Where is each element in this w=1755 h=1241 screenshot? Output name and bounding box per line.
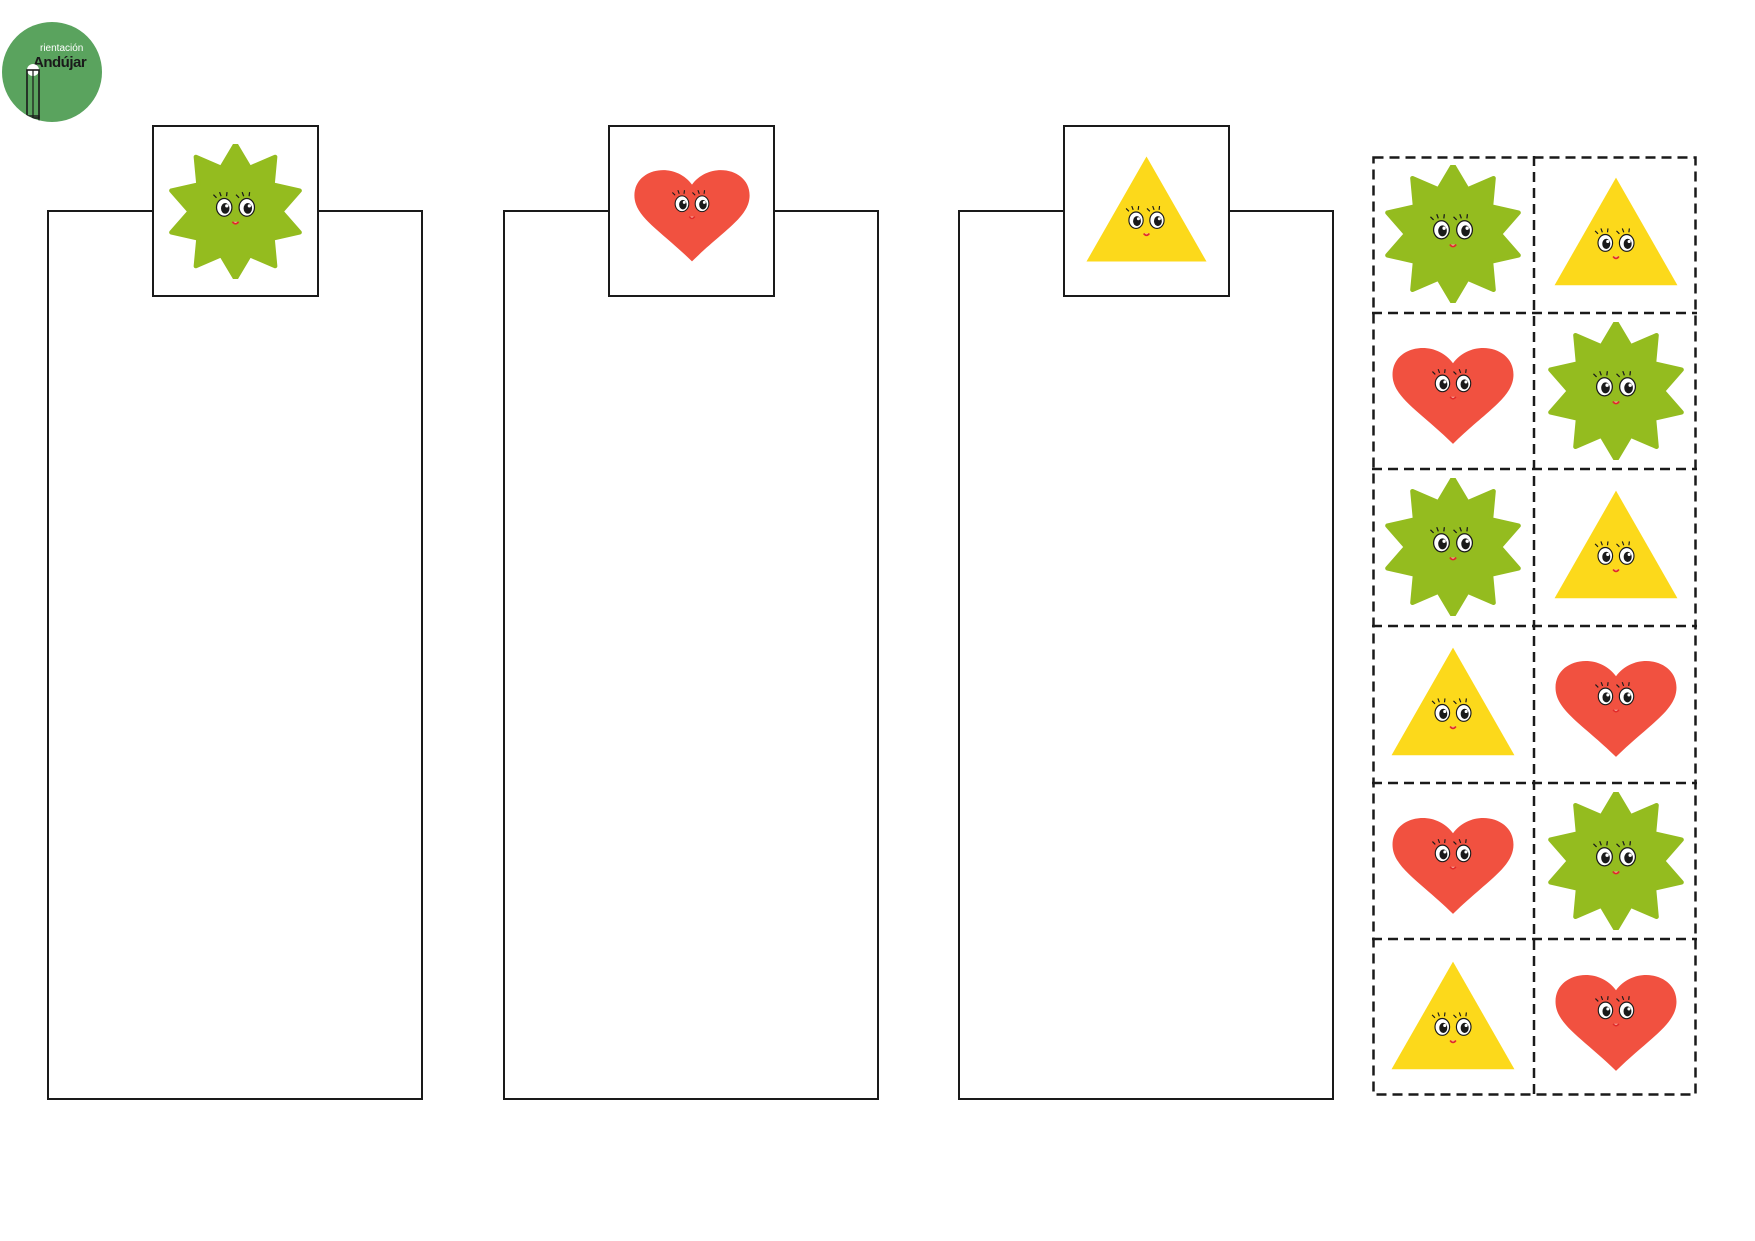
logo: rientación Andújar (2, 22, 102, 122)
logo-line-2: Andújar (33, 54, 87, 71)
cutout-card[interactable] (1535, 469, 1697, 625)
cutout-card[interactable] (1535, 940, 1697, 1096)
triangle-icon (1389, 640, 1517, 768)
heart-icon (1553, 641, 1679, 767)
cutout-card[interactable] (1372, 940, 1534, 1096)
triangle-icon (1552, 483, 1680, 611)
star-icon (1547, 321, 1685, 460)
cutout-card[interactable] (1535, 156, 1697, 312)
header-card-heart (608, 125, 775, 297)
heart-icon (632, 151, 752, 271)
star-icon (1384, 165, 1522, 303)
cutout-card[interactable] (1535, 783, 1697, 939)
cutout-card[interactable] (1372, 156, 1534, 312)
cut-lines (1372, 156, 1697, 1096)
sort-column-triangle[interactable] (958, 210, 1334, 1100)
header-card-star (152, 125, 319, 297)
cutout-card[interactable] (1372, 313, 1534, 469)
triangle-icon (1552, 170, 1680, 298)
cutout-card[interactable] (1535, 313, 1697, 469)
sort-column-heart[interactable] (503, 210, 879, 1100)
header-card-triangle (1063, 125, 1230, 297)
sort-column-star[interactable] (47, 210, 423, 1100)
cutout-card-grid (1372, 156, 1697, 1096)
pencil-icon (26, 64, 40, 122)
heart-icon (1390, 798, 1516, 924)
triangle-icon (1084, 149, 1209, 274)
cutout-card[interactable] (1372, 783, 1534, 939)
heart-icon (1553, 955, 1679, 1081)
star-icon (168, 143, 303, 279)
cutout-card[interactable] (1535, 626, 1697, 782)
heart-icon (1390, 328, 1516, 454)
cutout-card[interactable] (1372, 626, 1534, 782)
cutout-card[interactable] (1372, 469, 1534, 625)
logo-line-1: rientación (40, 43, 84, 54)
star-icon (1384, 478, 1522, 617)
triangle-icon (1389, 954, 1517, 1082)
star-icon (1547, 791, 1685, 930)
